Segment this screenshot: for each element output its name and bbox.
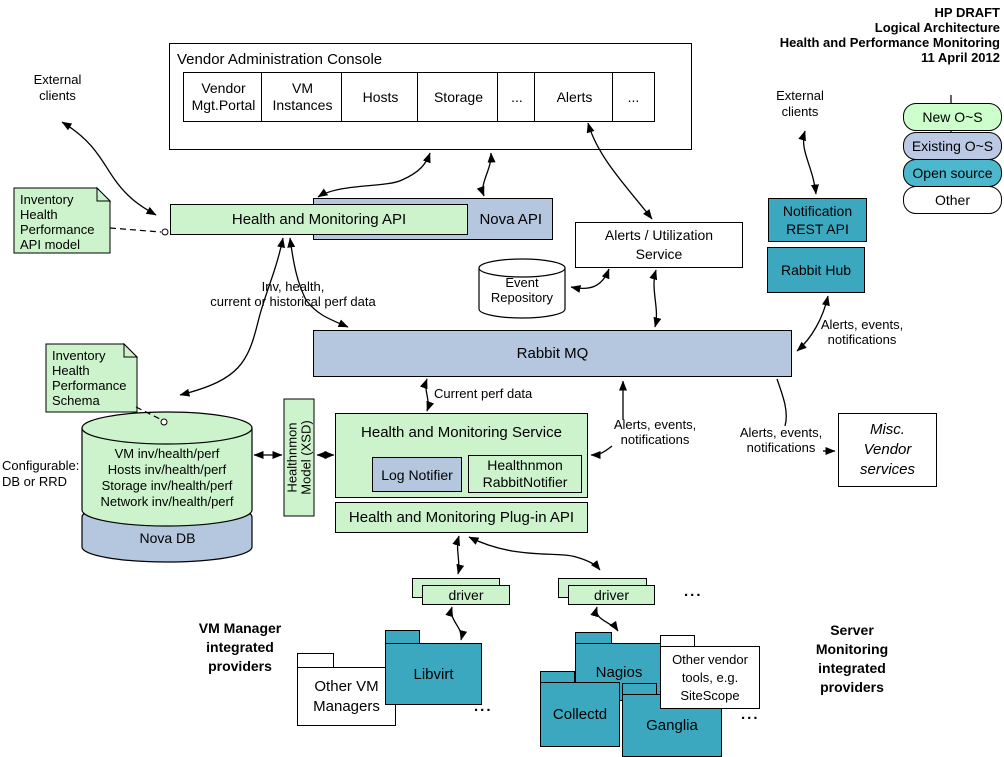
collectd-folder-tab [540, 671, 575, 684]
rabbit-hub-box: Rabbit Hub [767, 247, 865, 293]
arrow-driver-libvirt [445, 606, 468, 641]
server-monitoring-providers-label: Server Monitoring integrated providers [815, 622, 889, 695]
current-perf-data-label: Current perf data [434, 386, 533, 401]
db-line-vm: VM inv/health/perf [114, 446, 220, 461]
driver-right-box: driver [568, 585, 655, 605]
other-vm-folder-tab [297, 653, 334, 668]
arrow-label-hm-service [590, 445, 613, 459]
other-vendor-folder-tab [660, 635, 695, 648]
external-clients-right-label: External clients [776, 88, 824, 119]
arrow-console-nova-api [476, 152, 496, 197]
title-block: HP DRAFT Logical Architecture Health and… [779, 5, 1000, 65]
arrow-service-event-repo [570, 268, 610, 293]
console-cell-hosts: Hosts [341, 72, 420, 122]
console-cell-ellipsis-2: ... [612, 72, 655, 122]
line-rabbitmq-misc-label [776, 378, 787, 427]
note-api-model-connector [109, 227, 169, 236]
libvirt-folder-tab [385, 630, 420, 645]
healthnmon-model-box: Healthnmon Model (XSD) [283, 398, 315, 517]
note-schema-connector [135, 406, 168, 426]
misc-vendor-services-box: Misc. Vendor services [838, 413, 937, 487]
db-line-hosts: Hosts inv/health/perf [107, 462, 227, 477]
vm-manager-providers-label: VM Manager integrated providers [198, 620, 282, 674]
alerts-events-label-left: Alerts, events, notifications [613, 417, 697, 447]
legend-other: Other [903, 186, 1002, 214]
console-cell-ellipsis-1: ... [497, 72, 537, 122]
arrow-plugin-driver-left [452, 535, 465, 575]
arrow-service-rabbitmq [649, 269, 662, 328]
ellipsis-libvirt: ... [474, 698, 493, 715]
nova-api-label: Nova API [479, 210, 542, 228]
vendor-admin-console-title: Vendor Administration Console [177, 51, 383, 68]
console-cell-storage: Storage [417, 72, 500, 122]
rabbit-mq-box: Rabbit MQ [313, 330, 792, 377]
legend-new-os: New O~S [903, 103, 1002, 131]
db-line-storage: Storage inv/health/perf [101, 478, 233, 493]
other-vendor-folder: Other vendor tools, e.g. SiteScope [660, 646, 760, 709]
legend-open-source: Open source [903, 159, 1002, 187]
libvirt-folder: Libvirt [385, 643, 482, 705]
db-line-network: Network inv/health/perf [100, 494, 234, 509]
alerts-events-label-right: Alerts, events, notifications [820, 317, 904, 347]
inv-health-perf-label: Inv, health, current or historical perf … [210, 279, 376, 309]
configurable-label: Configurable: DB or RRD [2, 458, 80, 489]
ellipsis-drivers: ... [684, 583, 703, 600]
console-cell-alerts: Alerts [534, 72, 615, 122]
log-notifier-box: Log Notifier [372, 457, 462, 492]
notification-rest-api-box: Notification REST API [768, 198, 867, 242]
arrow-hm-api-db [179, 237, 286, 397]
console-cell-vm-instances: VM Instances [261, 72, 344, 122]
arrow-external-clients-notification [798, 130, 819, 195]
collectd-folder: Collectd [540, 682, 620, 747]
legend-existing-os: Existing O~S [903, 132, 1002, 160]
alerts-events-label-mid: Alerts, events, notifications [739, 425, 823, 455]
hm-api-box: Health and Monitoring API [170, 204, 468, 235]
healthnmon-rabbit-notifier-box: Healthnmon RabbitNotifier [468, 455, 582, 493]
ellipsis-ganglia: ... [741, 706, 760, 723]
console-cell-vendor-portal: Vendor Mgt.Portal [183, 72, 264, 122]
ganglia-folder-tab [622, 683, 657, 696]
event-repository-label: Event Repository [490, 275, 554, 305]
driver-left-box: driver [422, 585, 510, 605]
hm-service-label: Health and Monitoring Service [361, 424, 562, 441]
arrow-plugin-driver-right [468, 536, 601, 571]
external-clients-left-label: External clients [33, 72, 82, 103]
arrow-driver-nagios [590, 606, 619, 632]
hm-api-label: Health and Monitoring API [231, 211, 407, 228]
arrow-rabbitmq-hm-service [420, 378, 434, 412]
nagios-folder-tab [575, 632, 612, 645]
other-vm-folder: Other VM Managers [297, 667, 396, 726]
hm-plugin-api-box: Health and Monitoring Plug-in API [335, 502, 588, 533]
arrow-console-hm-api [317, 152, 431, 198]
alerts-utilization-service-box: Alerts / Utilization Service [575, 222, 743, 268]
note-schema-text: Inventory Health Performance Schema [52, 348, 127, 408]
note-api-model-text: Inventory Health Performance API model [20, 192, 95, 252]
nova-db-label: Nova DB [139, 530, 196, 546]
